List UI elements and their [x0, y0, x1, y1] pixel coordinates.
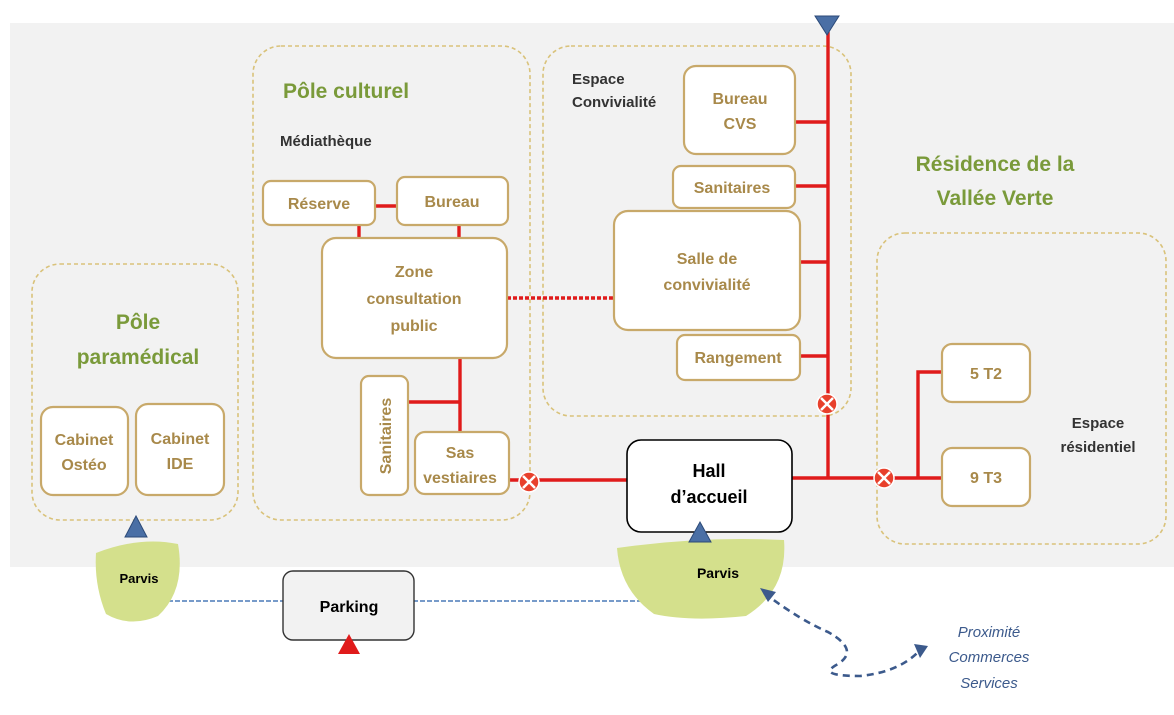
room-5-t2: 5 T2 — [940, 342, 1032, 404]
room-hall-accueil: Hall d’accueil — [626, 439, 793, 533]
svg-text:Sanitaires: Sanitaires — [378, 398, 395, 475]
svg-text:Cabinet: Cabinet — [55, 432, 114, 449]
entry-triangle-icon — [814, 15, 840, 36]
residence-title-2: Vallée Verte — [937, 187, 1054, 210]
room-bureau-cvs: Bureau CVS — [682, 64, 797, 156]
svg-text:convivialité: convivialité — [663, 277, 750, 294]
entry-triangle-icon — [124, 514, 148, 538]
access-control-icon — [816, 393, 838, 415]
proximity-arrow — [760, 588, 928, 678]
svg-text:Zone: Zone — [395, 264, 433, 281]
zone-espace-residentiel — [876, 232, 1167, 545]
svg-text:Ostéo: Ostéo — [61, 457, 107, 474]
residence-title-1: Résidence de la — [916, 153, 1075, 176]
espace-convivialite-label-1: Espace — [572, 71, 625, 88]
svg-text:Hall: Hall — [692, 461, 725, 481]
svg-text:Bureau: Bureau — [424, 194, 479, 211]
access-control-icon — [518, 471, 540, 493]
proximite-label-3: Services — [960, 675, 1018, 692]
svg-text:Salle de: Salle de — [677, 251, 738, 268]
espace-convivialite-label-2: Convivialité — [572, 94, 656, 111]
svg-text:CVS: CVS — [724, 116, 757, 133]
svg-text:5 T2: 5 T2 — [970, 366, 1002, 383]
svg-text:9 T3: 9 T3 — [970, 470, 1002, 487]
svg-text:Sas: Sas — [446, 445, 475, 462]
svg-text:Parking: Parking — [320, 599, 379, 616]
room-salle-convivialite: Salle de convivialité — [612, 209, 802, 332]
parking-entry-triangle-icon — [338, 634, 360, 654]
pole-paramedical-title-1: Pôle — [116, 311, 160, 334]
zone-espace-convivialite — [542, 45, 852, 417]
room-sanitaires-convivialite: Sanitaires — [671, 164, 797, 210]
parvis-left: Parvis — [95, 514, 180, 622]
svg-text:Cabinet: Cabinet — [151, 431, 210, 448]
proximite-label-1: Proximité — [958, 624, 1021, 641]
room-sas-vestiaires: Sas vestiaires — [413, 430, 511, 496]
room-bureau: Bureau — [395, 175, 510, 227]
svg-text:public: public — [390, 318, 437, 335]
access-control-icon — [873, 467, 895, 489]
room-9-t3: 9 T3 — [940, 446, 1032, 508]
svg-text:Parvis: Parvis — [697, 565, 739, 581]
svg-text:Bureau: Bureau — [712, 91, 767, 108]
espace-residentiel-label-2: résidentiel — [1060, 439, 1135, 456]
svg-text:Parvis: Parvis — [119, 571, 158, 586]
mediatheque-label: Médiathèque — [280, 133, 372, 150]
pole-paramedical-title-2: paramédical — [77, 346, 200, 369]
svg-text:IDE: IDE — [167, 456, 194, 473]
svg-text:consultation: consultation — [366, 291, 461, 308]
svg-text:Sanitaires: Sanitaires — [694, 180, 771, 197]
pole-culturel-title: Pôle culturel — [283, 80, 409, 103]
espace-residentiel-label-1: Espace — [1072, 415, 1125, 432]
svg-text:vestiaires: vestiaires — [423, 470, 497, 487]
svg-text:Rangement: Rangement — [694, 350, 782, 367]
room-reserve: Réserve — [261, 179, 377, 227]
entry-triangle-icon — [688, 520, 712, 543]
room-sanitaires-mediatheque: Sanitaires — [359, 374, 410, 497]
svg-text:d’accueil: d’accueil — [670, 487, 747, 507]
svg-text:Réserve: Réserve — [288, 196, 350, 213]
room-rangement: Rangement — [675, 333, 802, 382]
room-cabinet-osteo: Cabinet Ostéo — [39, 405, 130, 497]
room-zone-consultation-public: Zone consultation public — [320, 236, 509, 360]
room-cabinet-ide: Cabinet IDE — [134, 402, 226, 497]
parvis-right: Parvis — [617, 520, 785, 619]
proximite-label-2: Commerces — [949, 649, 1030, 666]
parking: Parking — [282, 570, 415, 654]
zone-pole-culturel — [252, 45, 531, 521]
